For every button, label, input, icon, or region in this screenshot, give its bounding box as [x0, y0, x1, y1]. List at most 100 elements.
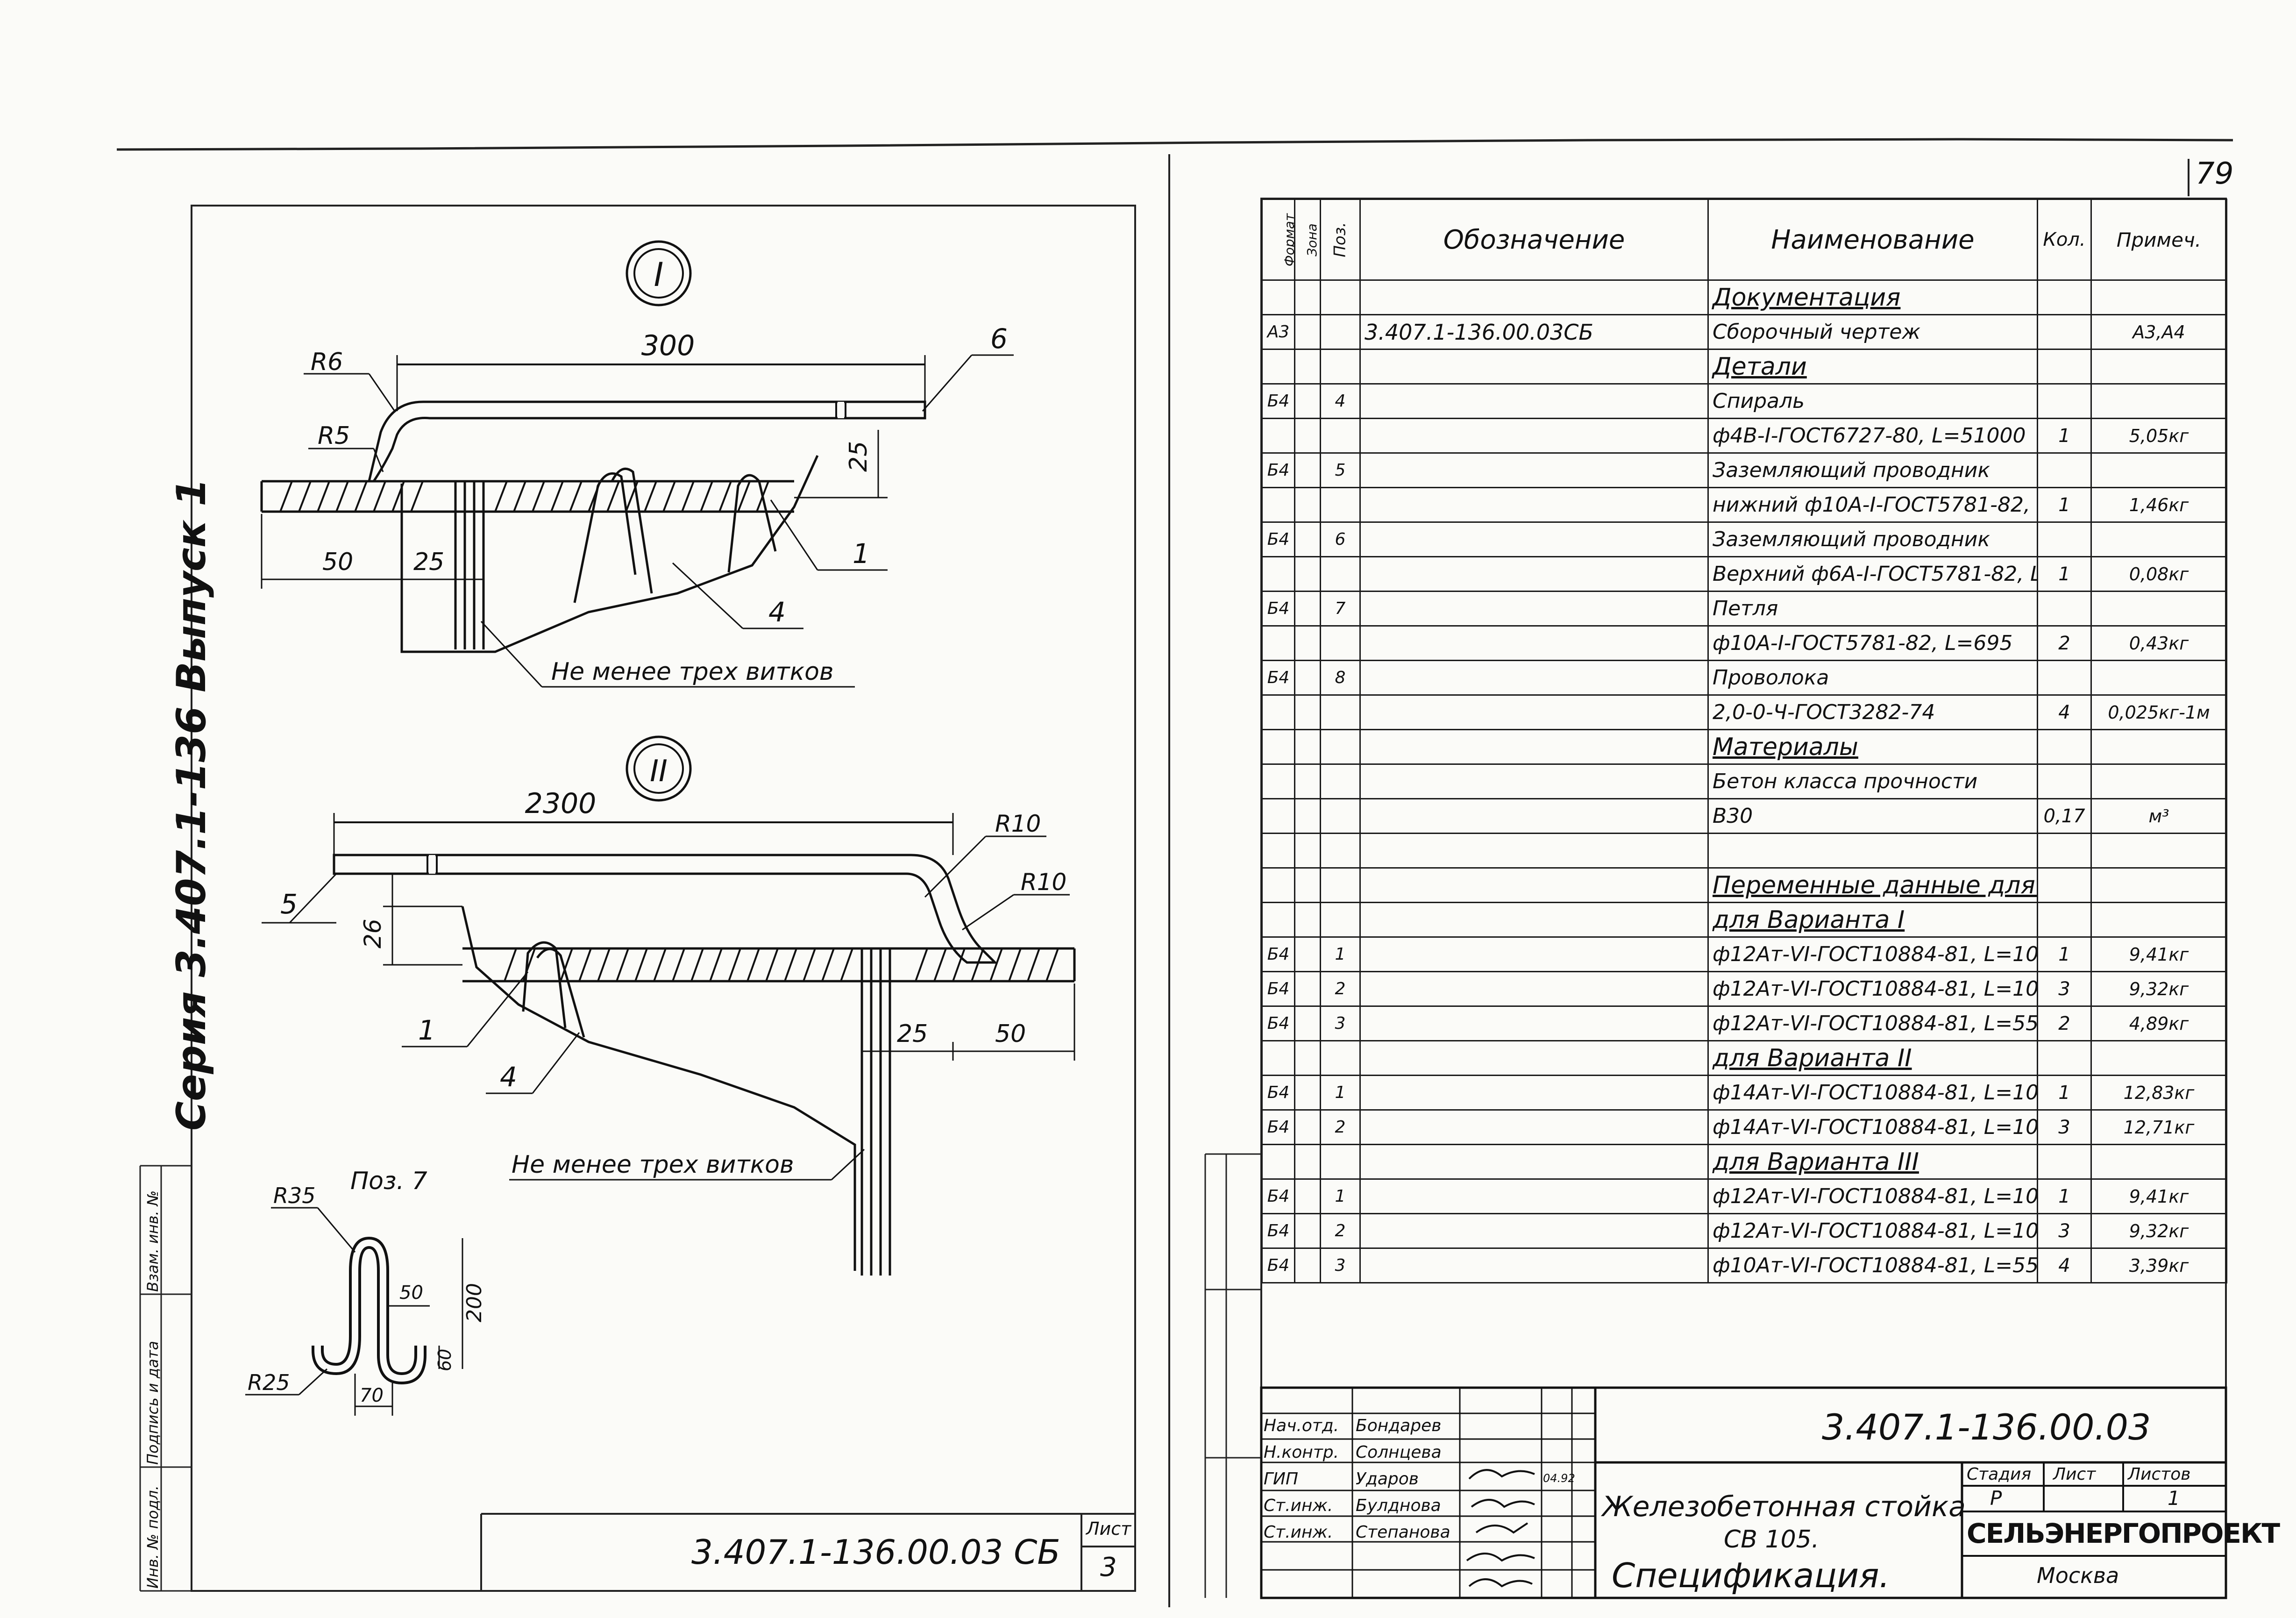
- detail-drawings: I 300 R6 R5 25: [245, 240, 1076, 1416]
- svg-text:Поз. 7: Поз. 7: [350, 1167, 427, 1195]
- svg-text:60: 60: [434, 1349, 455, 1371]
- quantity-cell: 1: [2037, 1178, 2092, 1214]
- detail-ii-marker: II: [626, 735, 692, 802]
- note-cell: [2090, 729, 2227, 765]
- note-cell: [2090, 763, 2227, 799]
- name-cell: Переменные данные для исполнений:: [1707, 867, 2038, 903]
- svg-text:R10: R10: [1021, 869, 1066, 896]
- format-cell: [1261, 833, 1295, 869]
- table-row: Материалы: [1261, 729, 2227, 765]
- position-cell: [1320, 487, 1361, 523]
- format-cell: [1261, 418, 1295, 454]
- position-cell: 3: [1320, 1247, 1361, 1283]
- svg-text:Не менее трех витков: Не менее трех витков: [512, 1151, 794, 1179]
- format-cell: Б4: [1261, 383, 1295, 419]
- table-row: Бетон класса прочности: [1261, 763, 2227, 799]
- name-cell: Заземляющий проводник: [1707, 521, 2038, 557]
- table-row: нижний ф10А-I-ГОСТ5781-82, L=237011,46кг: [1261, 487, 2227, 523]
- signer-role: ГИП: [1264, 1469, 1299, 1489]
- note-cell: 9,41кг: [2090, 936, 2227, 972]
- signer-name: Бондарев: [1356, 1416, 1442, 1435]
- designation-cell: [1359, 418, 1709, 454]
- svg-text:50: 50: [995, 1020, 1026, 1048]
- format-cell: Б4: [1261, 521, 1295, 557]
- stamp-title-line1: Железобетонная стойка: [1602, 1490, 1966, 1523]
- svg-text:R5: R5: [318, 422, 350, 450]
- zone-cell: [1294, 1040, 1321, 1076]
- zone-cell: [1294, 383, 1321, 419]
- position-cell: 4: [1320, 383, 1361, 419]
- note-cell: 0,025кг-1м: [2090, 694, 2227, 730]
- stamp-date: 04.92: [1543, 1472, 1575, 1485]
- table-header-row: Формат Зона Поз. Обозначение Наименовани…: [1261, 199, 2227, 281]
- quantity-cell: [2037, 383, 2092, 419]
- format-cell: Б4: [1261, 452, 1295, 488]
- zone-cell: [1294, 556, 1321, 592]
- position-cell: [1320, 763, 1361, 799]
- position-cell: [1320, 833, 1361, 869]
- zone-cell: [1294, 729, 1321, 765]
- designation-cell: [1359, 1109, 1709, 1145]
- stamp-stage: Р: [1990, 1487, 2002, 1510]
- note-cell: [2090, 1144, 2227, 1180]
- header-note: Примеч.: [2090, 199, 2227, 281]
- svg-text:25: 25: [413, 548, 444, 576]
- zone-cell: [1294, 1213, 1321, 1249]
- designation-cell: [1359, 971, 1709, 1007]
- position-cell: 1: [1320, 1075, 1361, 1111]
- designation-cell: [1359, 867, 1709, 903]
- position-cell: [1320, 418, 1361, 454]
- stamp-sheet-label: Лист: [2053, 1465, 2096, 1484]
- name-cell: 2,0-0-Ч-ГОСТ3282-74: [1707, 694, 2038, 730]
- signer-role: Ст.инж.: [1264, 1496, 1333, 1515]
- table-row: Документация: [1261, 279, 2227, 315]
- designation-cell: [1359, 383, 1709, 419]
- format-cell: А3: [1261, 314, 1295, 350]
- note-cell: А3,А4: [2090, 314, 2227, 350]
- zone-cell: [1294, 660, 1321, 696]
- position-cell: 8: [1320, 660, 1361, 696]
- stamp-sheets-label: Листов: [2128, 1465, 2191, 1484]
- designation-cell: [1359, 902, 1709, 938]
- header-zone: Зона: [1294, 199, 1321, 281]
- note-cell: 5,05кг: [2090, 418, 2227, 454]
- svg-text:25: 25: [897, 1020, 928, 1048]
- left-sheet-code: 3.407.1-136.00.03 СБ: [691, 1532, 1060, 1572]
- note-cell: 3,39кг: [2090, 1247, 2227, 1283]
- zone-cell: [1294, 1247, 1321, 1283]
- stamp-organization: СЕЛЬЭНЕРГОПРОЕКТ: [1967, 1518, 2280, 1549]
- name-cell: для Варианта II: [1707, 1040, 2038, 1076]
- designation-cell: [1359, 798, 1709, 834]
- format-cell: Б4: [1261, 936, 1295, 972]
- zone-cell: [1294, 452, 1321, 488]
- name-cell: Детали: [1707, 349, 2038, 385]
- svg-text:I: I: [654, 256, 664, 294]
- position-cell: 2: [1320, 1213, 1361, 1249]
- designation-cell: [1359, 1144, 1709, 1180]
- header-quantity: Кол.: [2037, 199, 2092, 281]
- name-cell: ф10Ат-VI-ГОСТ10884-81, L=5500: [1707, 1247, 2038, 1283]
- svg-text:4: 4: [500, 1061, 517, 1093]
- name-cell: ф10А-I-ГОСТ5781-82, L=695: [1707, 625, 2038, 661]
- svg-text:II: II: [650, 754, 668, 789]
- position-cell: [1320, 1040, 1361, 1076]
- position-cell: [1320, 349, 1361, 385]
- quantity-cell: [2037, 660, 2092, 696]
- position-cell: 1: [1320, 1178, 1361, 1214]
- svg-text:4: 4: [768, 596, 786, 628]
- designation-cell: [1359, 1247, 1709, 1283]
- designation-cell: [1359, 591, 1709, 627]
- note-cell: [2090, 452, 2227, 488]
- position-cell: [1320, 902, 1361, 938]
- format-cell: [1261, 1144, 1295, 1180]
- format-cell: Б4: [1261, 1005, 1295, 1041]
- format-cell: Б4: [1261, 660, 1295, 696]
- svg-text:70: 70: [360, 1385, 384, 1406]
- designation-cell: 3.407.1-136.00.03СБ: [1359, 314, 1709, 350]
- signer-name: Степанова: [1356, 1523, 1450, 1542]
